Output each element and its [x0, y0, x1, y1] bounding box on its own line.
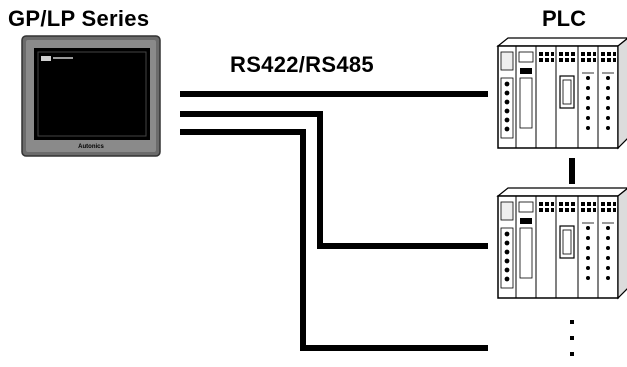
brand-label: Autonics — [78, 144, 104, 150]
gp-lp-series-title: GP/LP Series — [8, 6, 150, 31]
plc-title: PLC — [542, 6, 586, 31]
plc-unit-top — [497, 37, 627, 149]
connection-line-plc-2 — [180, 111, 488, 249]
more-plcs-ellipsis — [570, 320, 574, 356]
plc-link-bar — [569, 158, 575, 184]
connection-line-plc-3 — [180, 129, 488, 351]
plc-unit-bottom — [497, 187, 627, 299]
rs422-rs485-label: RS422/RS485 — [230, 52, 374, 77]
gp-panel-device: Autonics — [21, 35, 161, 157]
